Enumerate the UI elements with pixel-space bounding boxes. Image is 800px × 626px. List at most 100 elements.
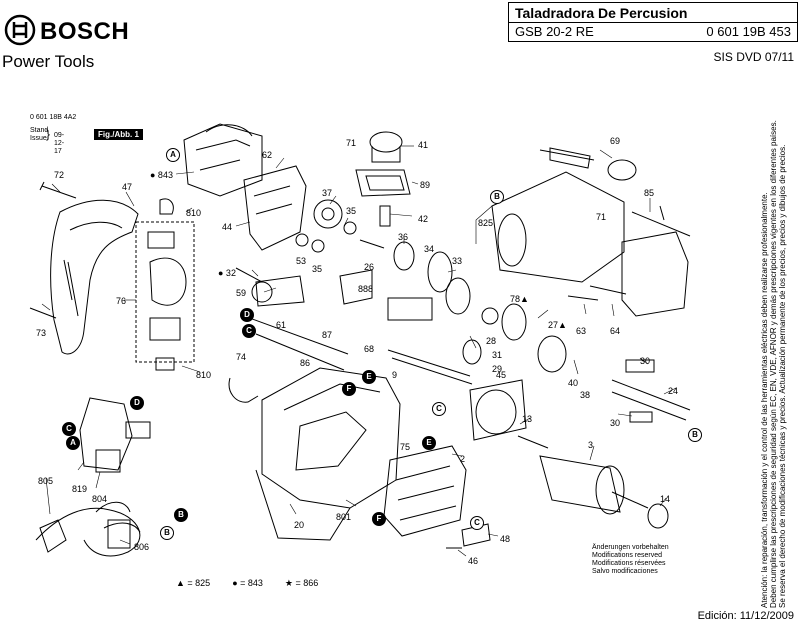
part-label-71a: 71 (346, 138, 357, 148)
part-label-2: 2 (460, 454, 466, 464)
part-label-32: ● 32 (218, 268, 236, 278)
part-label-45: 45 (496, 370, 507, 380)
stand-issue: Stand Issue}09-12-17 (30, 127, 65, 155)
sis-version: SIS DVD 07/11 (713, 50, 794, 64)
part-label-38: 38 (580, 390, 591, 400)
figure-badge: Fig./Abb. 1 (94, 129, 143, 140)
title-block: Taladradora De Percusion GSB 20-2 RE 0 6… (508, 2, 798, 42)
edition-date: Edición: 11/12/2009 (697, 610, 794, 622)
part-label-37: 37 (322, 188, 333, 198)
callout-a: A (166, 148, 180, 162)
part-label-24: 24 (668, 386, 679, 396)
callout-e: E (422, 436, 436, 450)
bosch-logo: BOSCH (4, 14, 154, 48)
page-subtitle: Power Tools (2, 52, 95, 71)
callout-b: B (490, 190, 504, 204)
brush-holder-box (135, 221, 195, 363)
switch-assembly (79, 397, 133, 471)
part-label-85: 85 (644, 188, 655, 198)
part-label-33: 33 (452, 256, 463, 266)
part-label-42: 42 (418, 214, 429, 224)
callout-d: D (240, 308, 254, 322)
part-label-810b: 810 (196, 370, 212, 380)
part-label-68: 68 (364, 344, 375, 354)
legend-star: ★ = 866 (284, 578, 319, 588)
brand-name: BOSCH (40, 18, 130, 45)
part-label-59: 59 (236, 288, 247, 298)
power-cord (35, 507, 141, 557)
part-label-72: 72 (54, 170, 65, 180)
legend-triangle: ▲ = 825 (176, 578, 211, 588)
part-label-73: 73 (36, 328, 47, 338)
note-line: Salvo modificaciones (592, 568, 658, 575)
part-label-804: 804 (92, 494, 108, 504)
callout-b: B (688, 428, 702, 442)
product-title: Taladradora De Percusion (515, 5, 688, 21)
stator-field (383, 445, 467, 537)
gear-housing (491, 171, 625, 283)
stand-label: Stand Issue (30, 127, 49, 142)
part-label-48: 48 (500, 534, 511, 544)
legend: ▲ = 825 ● = 843 ★ = 866 (176, 578, 318, 589)
callout-f: F (372, 512, 386, 526)
part-label-810a: 810 (186, 208, 202, 218)
legend-circle: ● = 843 (232, 578, 263, 588)
part-label-806: 806 (134, 542, 150, 552)
part-label-64: 64 (610, 326, 621, 336)
callout-d: D (130, 396, 144, 410)
part-label-87: 87 (322, 330, 333, 340)
part-label-9: 9 (392, 370, 398, 380)
part-label-843: ● 843 (150, 170, 173, 180)
part-label-41: 41 (418, 140, 429, 150)
title-divider (509, 22, 797, 23)
part-label-36: 36 (398, 232, 409, 242)
callout-c: C (432, 402, 446, 416)
drill-chuck (621, 231, 689, 317)
reference-number: 0 601 18B 4A2 (30, 114, 77, 121)
part-label-819: 819 (72, 484, 88, 494)
part-label-825: 825 (478, 218, 494, 228)
model-number: GSB 20-2 RE (515, 24, 594, 39)
part-label-40: 40 (568, 378, 579, 388)
callout-f: F (342, 382, 356, 396)
callout-c: C (242, 324, 256, 338)
part-label-69: 69 (610, 136, 621, 146)
part-label-61: 61 (276, 320, 287, 330)
part-label-31: 31 (492, 350, 503, 360)
callout-c: C (62, 422, 76, 436)
motor-housing (261, 367, 401, 509)
part-label-888: 888 (358, 284, 374, 294)
callout-b: B (174, 508, 188, 522)
part-label-35b: 35 (312, 264, 323, 274)
part-label-78: 78▲ (510, 294, 529, 304)
armature-rotor (539, 455, 621, 513)
part-label-35a: 35 (346, 206, 357, 216)
handle-part (50, 199, 139, 355)
part-label-30b: 30 (610, 418, 621, 428)
part-label-29: 29 (492, 364, 503, 374)
part-label-74: 74 (236, 352, 247, 362)
part-label-14: 14 (660, 494, 671, 504)
vertical-notice: Atención: la reparación, transformación … (760, 82, 800, 608)
part-label-3: 3 (588, 440, 594, 450)
part-label-53: 53 (296, 256, 307, 266)
part-label-71b: 71 (596, 212, 607, 222)
part-label-86: 86 (300, 358, 311, 368)
part-label-76: 76 (116, 296, 127, 306)
part-label-28: 28 (486, 336, 497, 346)
notice-line: Deben cumplirse las prescripciones de se… (769, 120, 778, 608)
part-number: 0 601 19B 453 (706, 24, 791, 39)
callout-e: E (362, 370, 376, 384)
part-label-27: 27▲ (548, 320, 567, 330)
part-label-805: 805 (38, 476, 54, 486)
part-label-44: 44 (222, 222, 233, 232)
part-label-89: 89 (420, 180, 431, 190)
note-line: Modifications réservées (592, 560, 666, 567)
callout-c: C (470, 516, 484, 530)
modification-notes: Änderungen vorbehalten Modifications res… (592, 544, 669, 576)
notice-line: Atención: la reparación, transformación … (760, 192, 769, 608)
part-label-63: 63 (576, 326, 587, 336)
part-label-46: 46 (468, 556, 479, 566)
housing-cover (183, 123, 263, 197)
